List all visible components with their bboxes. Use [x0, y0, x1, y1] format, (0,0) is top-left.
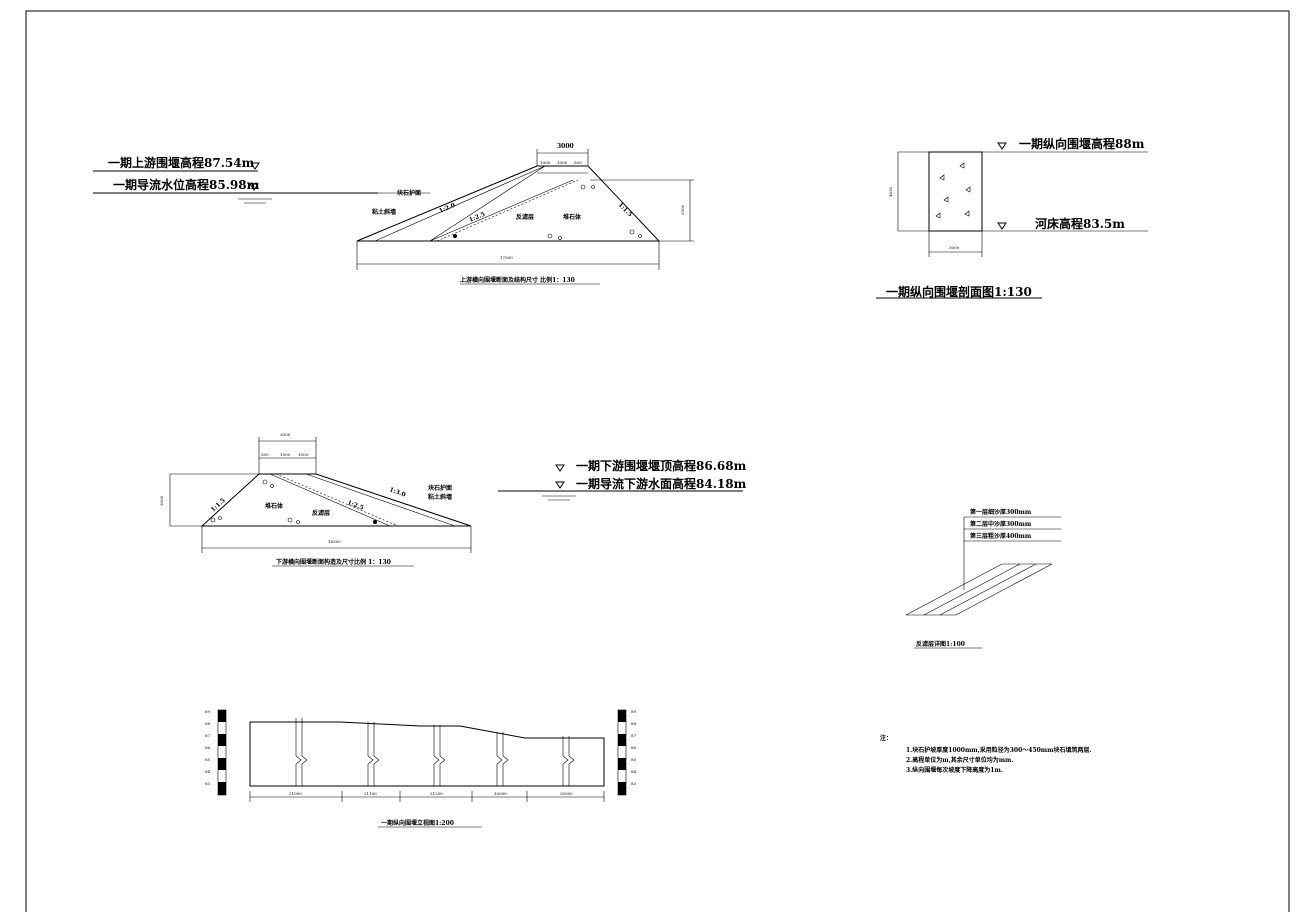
upstream-clay-label: 粘土斜墙: [371, 208, 396, 216]
segment-2: 21100: [364, 791, 377, 796]
scale-right-89: 89: [631, 709, 637, 714]
segment-4: 10000: [494, 791, 507, 796]
segment-1: 21000: [289, 791, 302, 796]
scale-right-84: 84: [631, 769, 637, 774]
scale-85: 85: [205, 757, 211, 762]
upstream-slope-up: 1:2.0: [438, 202, 456, 215]
scale-83: 83: [205, 781, 211, 786]
sheet-border: [25, 10, 1290, 912]
downstream-clay-label: 粘土斜墙: [427, 493, 452, 501]
scale-right-87: 87: [631, 733, 637, 738]
scale-84: 84: [205, 769, 211, 774]
note-2: 2.高程单位为m,其余尺寸单位均为mm.: [906, 756, 1014, 764]
downstream-dim-sub-2: 1000: [280, 452, 291, 457]
upstream-dim-sub-3: 500: [574, 160, 582, 165]
downstream-dim-sub-1: 500: [261, 452, 269, 457]
downstream-cofferdam-section: 3000 3000 500 1000 1000 16500 1:1.5 1:2.…: [159, 432, 747, 567]
downstream-riprap-layer: [305, 473, 472, 527]
upstream-filter-label: 反滤层: [516, 213, 534, 221]
longitudinal-caption: 一期纵向围堰剖面图1:130: [886, 284, 1032, 299]
scale-86: 86: [205, 745, 211, 750]
water-triangle-icon: [249, 183, 259, 191]
scale-right-88: 88: [631, 721, 637, 726]
scale-89: 89: [205, 709, 211, 714]
upstream-rockfill-label: 堆石体: [563, 213, 582, 221]
downstream-dim-height: 3000: [159, 495, 164, 506]
elevation-wall-outline: [249, 721, 605, 787]
filter-layer-3: 第三层粗沙厚400mm: [969, 532, 1032, 540]
upstream-dam-outline: [356, 165, 661, 242]
upstream-dim-base: 17500: [500, 255, 513, 260]
upstream-dim-top: 3000: [557, 143, 574, 150]
riverbed-triangle-icon: [997, 222, 1007, 230]
note-3: 3.纵向围堰每次坡度下降高度为1m.: [906, 766, 1003, 774]
notes-title: 注：: [880, 734, 892, 742]
longitudinal-dim-width: 3000: [949, 245, 960, 250]
upstream-crest-elevation: 一期上游围堰高程87.54m: [108, 155, 255, 170]
downstream-filter-label: 反滤层: [312, 509, 330, 517]
downstream-riprap-label: 块石护面: [428, 484, 452, 492]
downstream-crest-elevation: 一期下游围堰堰顶高程86.68m: [576, 458, 747, 473]
scale-right-83: 83: [631, 781, 637, 786]
downstream-slope-right: 1:3.0: [388, 486, 406, 498]
upstream-cofferdam-section: 一期上游围堰高程87.54m 一期导流水位高程85.98m 3000 1000 …: [93, 143, 694, 285]
upstream-slope-mid: 1:2.5: [468, 211, 486, 224]
downstream-filter-line: [269, 473, 391, 527]
downstream-water-triangle-icon: [555, 481, 565, 489]
downstream-crest-triangle-icon: [555, 464, 565, 472]
upstream-riprap-label: 块石护面: [397, 189, 421, 197]
upstream-filter-line: [429, 179, 574, 242]
segment-3: 21200: [430, 791, 443, 796]
downstream-dim-top: 3000: [280, 432, 291, 437]
longitudinal-elevation-view: 89 88 87 86 85 84 83 89 88 87 86 85 84 8…: [205, 709, 637, 828]
upstream-dim-height: 3500: [680, 204, 685, 215]
filter-layer-1: 第一层细沙厚300mm: [969, 508, 1032, 516]
downstream-dim-sub-3: 1000: [298, 452, 309, 457]
filter-layer-2: 第二层中沙厚300mm: [969, 520, 1032, 528]
upstream-dim-sub-1: 1000: [540, 160, 551, 165]
downstream-water-level: 一期导流下游水面高程84.18m: [576, 476, 747, 491]
notes: 注： 1.块石护坡厚度1000mm,采用粒径为300～450mm块石填筑两层. …: [880, 734, 1092, 774]
longitudinal-dim-height: 4650: [888, 186, 893, 197]
scale-right-86: 86: [631, 745, 637, 750]
elevation-triangle-icon: [250, 162, 260, 170]
scale-87: 87: [205, 733, 211, 738]
upstream-water-level: 一期导流水位高程85.98m: [113, 177, 260, 192]
scale-88: 88: [205, 721, 211, 726]
downstream-dim-base: 16500: [328, 539, 341, 544]
crest-triangle-icon: [997, 142, 1007, 150]
downstream-caption: 下游横向围堰断面构造及尺寸比例 1：130: [276, 558, 391, 566]
filter-layer-strip: [905, 563, 1053, 616]
longitudinal-crest-elevation: 一期纵向围堰高程88m: [1019, 136, 1145, 151]
upstream-slope-down: 1:1.5: [617, 201, 634, 218]
note-1: 1.块石护坡厚度1000mm,采用粒径为300～450mm块石填筑两层.: [906, 746, 1092, 754]
upstream-caption: 上游横向围堰断面及结构尺寸 比例1：130: [460, 276, 575, 284]
downstream-rockfill-label: 堆石体: [265, 502, 284, 510]
segment-5: 20000: [560, 791, 573, 796]
scale-right-85: 85: [631, 757, 637, 762]
elevation-caption: 一期纵向围堰立视图1:200: [381, 819, 454, 827]
riverbed-elevation: 河床高程83.5m: [1034, 216, 1125, 231]
longitudinal-cofferdam-section: 4650 3000 一期纵向围堰高程88m 河床高程83.5m 一期纵向围堰剖面…: [876, 136, 1148, 299]
upstream-dim-sub-2: 1000: [557, 160, 568, 165]
downstream-slope-mid: 1:2.5: [346, 499, 364, 511]
longitudinal-section-body: [928, 151, 983, 232]
filter-layer-detail: 第一层细沙厚300mm 第二层中沙厚300mm 第三层粗沙厚400mm 反滤层详…: [905, 508, 1061, 649]
filter-caption: 反滤层详图1:100: [916, 640, 965, 648]
